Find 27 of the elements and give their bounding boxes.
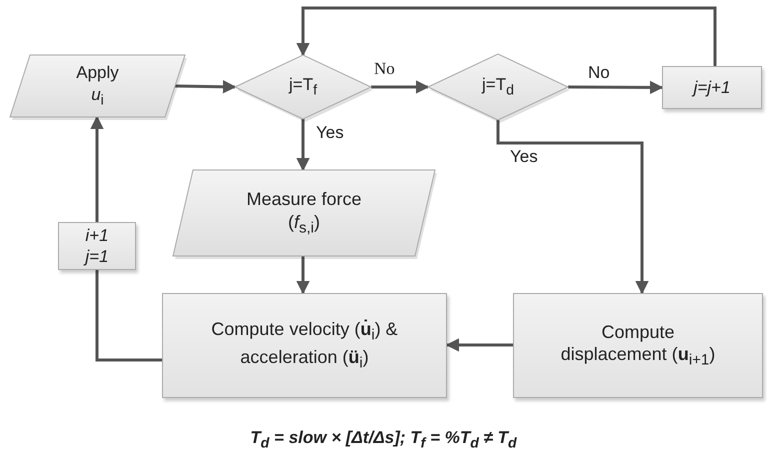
process-box bbox=[162, 293, 447, 398]
arrow bbox=[371, 80, 430, 94]
node-text: Apply bbox=[76, 62, 119, 84]
arrow bbox=[296, 119, 310, 172]
process-box bbox=[662, 66, 762, 109]
arrow bbox=[296, 6, 716, 66]
node-text: j=T$_{d}$ bbox=[482, 74, 514, 100]
input-parallelogram bbox=[173, 170, 435, 256]
arrow bbox=[446, 338, 513, 352]
arrow bbox=[174, 80, 236, 94]
node-text: j=j+1 bbox=[694, 76, 730, 98]
caption: T$_{d}$ = slow × [Δt/Δs]; T$_{f}$ = %T$_{d}$ ≠ T$_{d}$ bbox=[249, 428, 518, 452]
process-box bbox=[513, 293, 763, 398]
arrow bbox=[568, 80, 664, 94]
node-text: Compute velocity (u̇$_{i}$) & acceleration (ü$_{i}$) bbox=[210, 318, 399, 373]
arrow bbox=[90, 116, 104, 222]
node-text: Measure force (f$_{s,i}$) bbox=[245, 188, 363, 238]
node-text: i+1 j=1 bbox=[82, 224, 110, 268]
node-text: Compute displacement (u$_{i+1}$) bbox=[560, 320, 716, 370]
input-parallelogram bbox=[10, 55, 185, 117]
arrow bbox=[296, 256, 310, 294]
arrow bbox=[496, 120, 649, 294]
decision-diamond bbox=[428, 54, 568, 120]
decision-diamond bbox=[235, 55, 371, 119]
process-box bbox=[58, 222, 136, 270]
node-text: u$_{i}$ bbox=[91, 84, 104, 110]
node-text: j=T$_{f}$ bbox=[288, 74, 318, 100]
